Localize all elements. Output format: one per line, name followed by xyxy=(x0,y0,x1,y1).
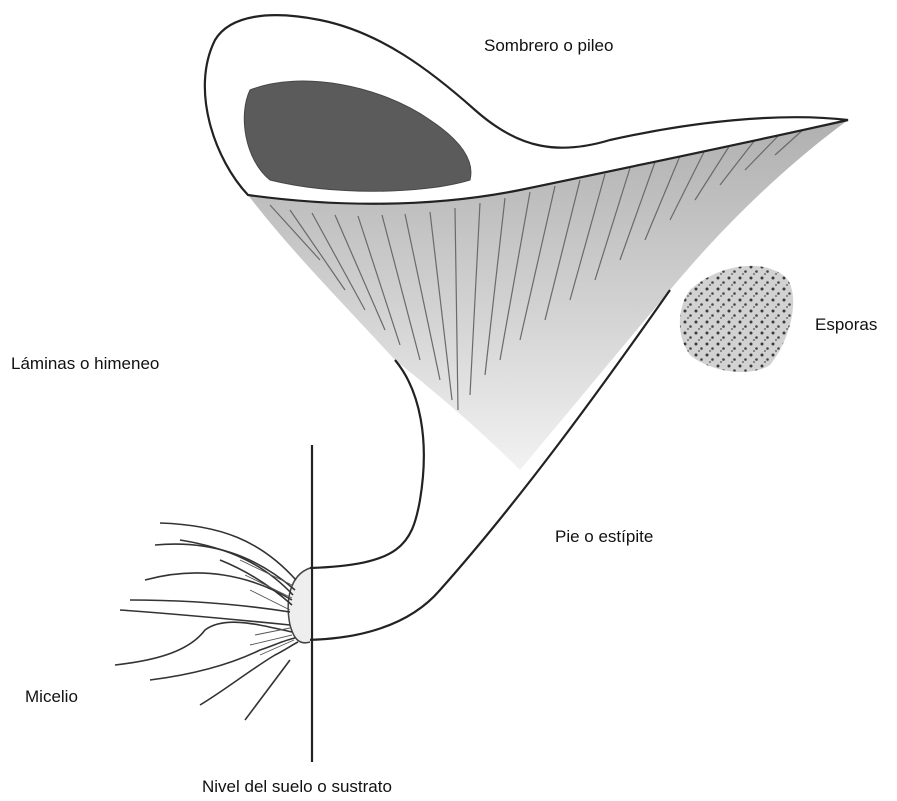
label-pie: Pie o estípite xyxy=(555,527,653,547)
mycelium-threads xyxy=(115,523,298,720)
label-nivel: Nivel del suelo o sustrato xyxy=(202,777,392,797)
label-esporas: Esporas xyxy=(815,315,877,335)
label-laminas: Láminas o himeneo xyxy=(11,354,159,374)
label-micelio: Micelio xyxy=(25,687,78,707)
stem-outline xyxy=(310,360,424,568)
spores-patch xyxy=(680,266,793,372)
label-sombrero: Sombrero o pileo xyxy=(484,36,613,56)
